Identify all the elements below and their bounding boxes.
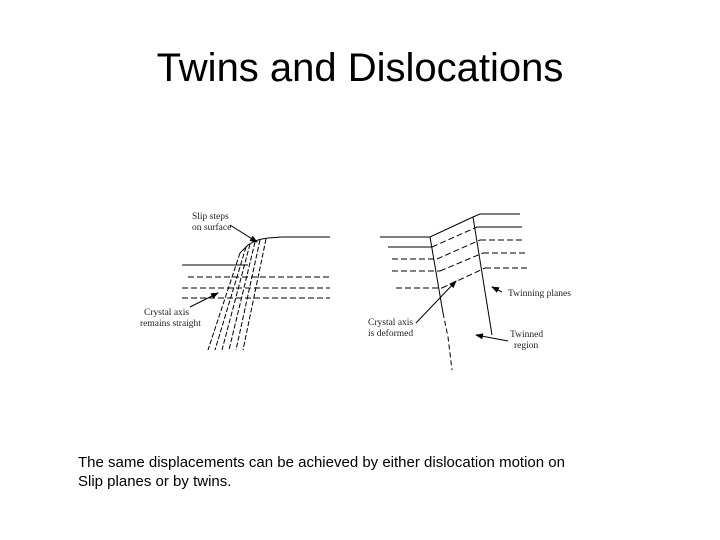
crystal-axis-deformed-arrow — [416, 281, 456, 323]
crystal-axis-deformed-label-line1: Crystal axis — [368, 318, 413, 328]
slide-title: Twins and Dislocations — [0, 42, 720, 94]
slip-line — [229, 242, 255, 350]
slide-caption: The same displacements can be achieved b… — [78, 453, 668, 491]
slip-line — [236, 240, 260, 350]
crystal-axis-straight-label-line2: remains straight — [140, 319, 201, 329]
twin-sloped-plane — [437, 240, 480, 259]
twin-surface-line — [380, 214, 520, 237]
crystal-axis-straight-arrow — [190, 293, 218, 307]
crystal-axis-straight-label-line1: Crystal axis — [144, 308, 189, 318]
twinned-region-label-line1: Twinned — [510, 330, 543, 340]
deformed-crystal-axis — [443, 313, 452, 370]
slip-steps-label-line2: on surface — [192, 222, 231, 233]
crystal-axis-deformed-label-line2: is deformed — [368, 328, 413, 339]
caption-line-2: Slip planes or by twins. — [78, 473, 231, 490]
twin-boundary-right — [473, 217, 492, 335]
diagram-svg: Slip steps on surface Crystal axis remai… — [130, 195, 590, 390]
twin-sloped-plane — [442, 268, 485, 288]
twin-sloped-plane — [440, 253, 483, 271]
slip-steps-label-line1: Slip steps — [192, 212, 229, 222]
slip-line — [222, 244, 250, 350]
twinning-planes-label: Twinning planes — [508, 289, 571, 299]
slip-line — [243, 239, 266, 350]
slip-steps-arrow — [230, 225, 257, 242]
twin-panel — [380, 214, 528, 370]
caption-line-1: The same displacements can be achieved b… — [78, 454, 565, 471]
twins-dislocations-figure: Slip steps on surface Crystal axis remai… — [130, 195, 590, 390]
twinning-planes-arrow — [492, 287, 502, 292]
slip-panel — [182, 225, 330, 350]
twinned-region-arrow — [476, 335, 508, 341]
twinned-region-label-line2: region — [514, 341, 539, 351]
